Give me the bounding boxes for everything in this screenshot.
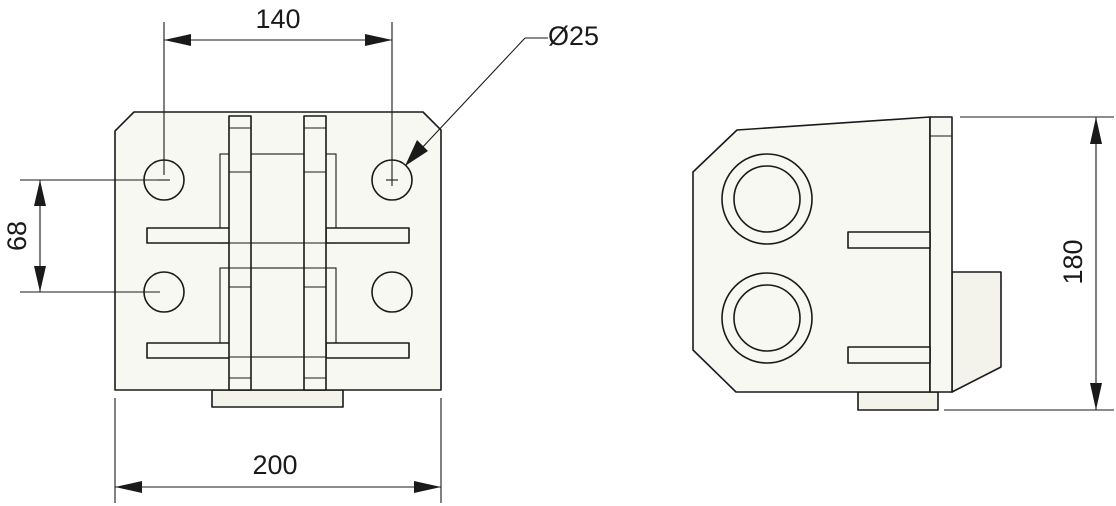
side-boss-lower-inner <box>733 284 801 352</box>
front-bottom-foot <box>211 389 344 408</box>
arrowhead <box>115 481 142 493</box>
arrowhead <box>164 34 191 46</box>
front-view <box>114 111 442 408</box>
dimension-label-68: 68 <box>2 221 32 251</box>
dimension-label-140: 140 <box>255 4 300 34</box>
front-inner-bracket-lower <box>219 267 337 358</box>
side-rib-lower <box>847 346 931 364</box>
dimension-68: 68 <box>2 179 160 293</box>
side-back-plate <box>929 116 953 393</box>
dimension-diameter-25: Ø25 <box>405 21 599 166</box>
side-rib-upper <box>847 231 931 249</box>
front-inner-bracket-upper <box>219 153 337 244</box>
front-rib-left-upper <box>146 227 231 244</box>
dimension-180: 180 <box>944 116 1114 411</box>
arrowhead <box>365 34 392 46</box>
arrowhead <box>34 266 46 292</box>
dimension-200: 200 <box>114 398 442 503</box>
dimension-label-180: 180 <box>1058 239 1088 284</box>
arrowhead <box>1090 117 1102 144</box>
dimension-140: 140 <box>163 4 393 175</box>
side-bottom-foot <box>857 391 939 411</box>
front-rib-left-lower <box>146 342 231 359</box>
side-view <box>692 116 1002 411</box>
front-rib-right-upper <box>325 227 410 244</box>
front-hole-bottom-right <box>371 271 413 313</box>
front-strip-right <box>303 115 327 391</box>
side-rear-block <box>951 271 1002 393</box>
front-plate <box>114 111 442 391</box>
dimension-label-diameter-25: Ø25 <box>548 21 599 51</box>
arrowhead <box>1090 383 1102 410</box>
arrowhead <box>34 180 46 206</box>
front-strip-left <box>228 115 252 391</box>
front-rib-right-lower <box>325 342 410 359</box>
arrowhead <box>405 140 428 166</box>
side-boss-upper-inner <box>733 165 801 233</box>
arrowhead <box>414 481 441 493</box>
dimension-label-200: 200 <box>252 450 297 480</box>
